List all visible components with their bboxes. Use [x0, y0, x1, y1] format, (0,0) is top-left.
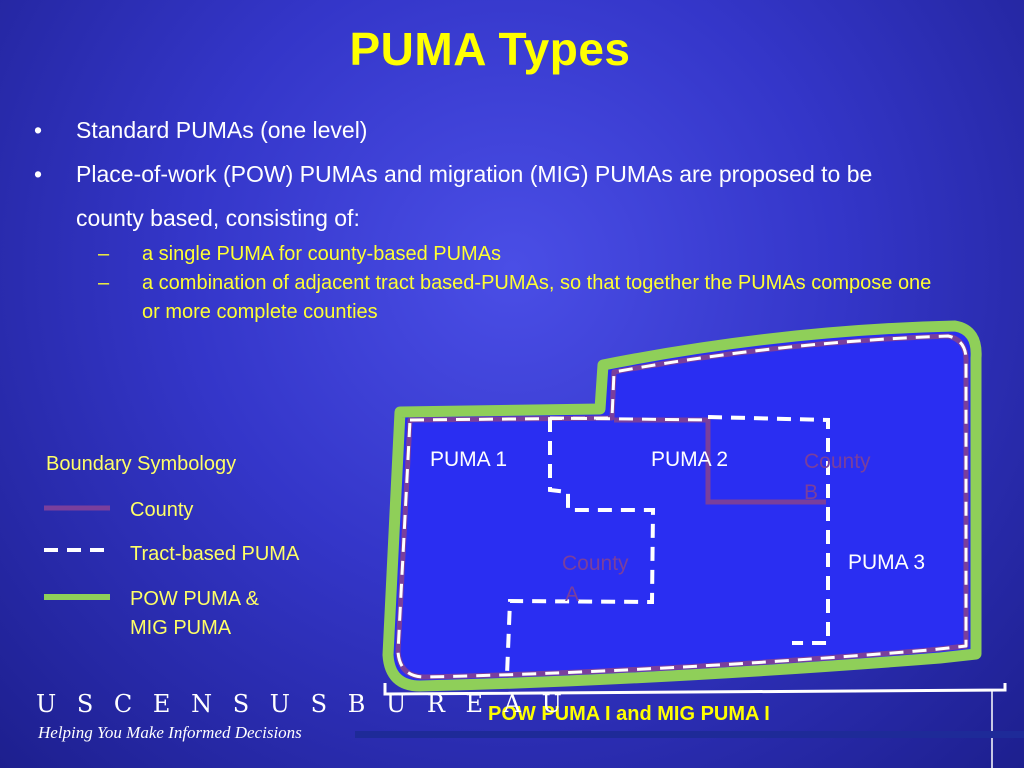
caption-bracket — [383, 683, 1007, 696]
label-puma2: PUMA 2 — [651, 448, 728, 471]
tract-line-puma1 — [505, 418, 656, 676]
label-county-a-line2: A — [565, 583, 579, 606]
bullet-text: Place-of-work (POW) PUMAs and migration … — [76, 161, 873, 231]
sub-bullet-marker: – — [98, 243, 110, 265]
bullet-text: Standard PUMAs (one level) — [76, 117, 368, 143]
tract-line-puma2 — [707, 415, 830, 645]
sub-bullet-item: – a single PUMA for county-based PUMAs — [34, 240, 934, 269]
sub-bullet-item: – a combination of adjacent tract based-… — [34, 269, 934, 327]
pow-puma-boundary — [382, 320, 982, 692]
bullet-marker: • — [34, 117, 43, 143]
sub-bullet-marker: – — [98, 272, 110, 294]
legend-tract-label: Tract-based PUMA — [130, 543, 300, 565]
footer-rule — [355, 731, 1024, 738]
county-line-inner — [614, 417, 826, 505]
census-bureau-logo: U S C E N S U S B U R E A U — [36, 690, 569, 718]
label-puma3: PUMA 3 — [848, 551, 925, 574]
legend-county-label: County — [130, 499, 194, 521]
bullet-item: • Place-of-work (POW) PUMAs and migratio… — [34, 152, 934, 240]
label-county-a-line1: County — [562, 552, 629, 575]
sub-bullet-text: a single PUMA for county-based PUMAs — [142, 243, 502, 265]
bullet-marker: • — [34, 161, 43, 187]
diagram-caption: POW PUMA I and MIG PUMA I — [488, 703, 770, 725]
legend-pow-label-line2: MIG PUMA — [130, 617, 232, 639]
page-title: PUMA Types — [349, 23, 631, 75]
sub-bullet-text: a combination of adjacent tract based-PU… — [142, 272, 932, 323]
legend-pow-label-line1: POW PUMA & — [130, 588, 259, 610]
label-county-b-line2: B — [804, 481, 818, 504]
bullet-list: • Standard PUMAs (one level) • Place-of-… — [34, 108, 934, 327]
tract-line-top — [549, 416, 709, 422]
tract-boundary-outer — [396, 334, 968, 679]
label-county-b-line1: County — [804, 450, 871, 473]
label-puma1: PUMA 1 — [430, 448, 507, 471]
logo-tagline: Helping You Make Informed Decisions — [38, 723, 302, 742]
bullet-item: • Standard PUMAs (one level) — [34, 108, 934, 152]
legend-title: Boundary Symbology — [46, 453, 237, 475]
